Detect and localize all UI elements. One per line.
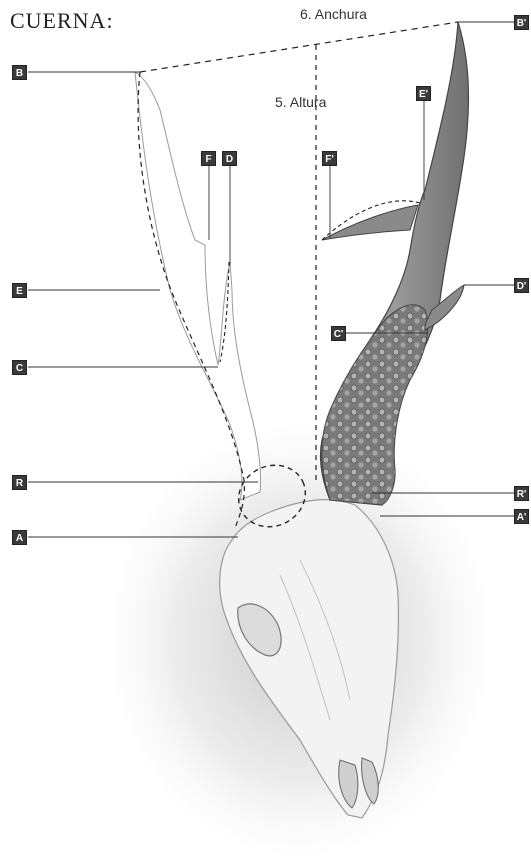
badge-R-prime: R' <box>514 486 529 501</box>
badge-E: E <box>12 283 27 298</box>
right-front-tine <box>322 205 418 240</box>
badge-F: F <box>201 151 216 166</box>
badge-D: D <box>222 151 237 166</box>
left-antler <box>135 72 261 500</box>
badge-E-prime: E' <box>416 86 431 101</box>
badge-F-prime: F' <box>322 151 337 166</box>
badge-A: A <box>12 530 27 545</box>
diagram-title: CUERNA: <box>10 8 114 34</box>
height-label: 5. Altura <box>275 94 326 110</box>
width-label: 6. Anchura <box>300 6 367 22</box>
badge-R: R <box>12 475 27 490</box>
badge-D-prime: D' <box>514 278 529 293</box>
width-measure-line <box>140 22 458 72</box>
badge-C: C <box>12 360 27 375</box>
badge-A-prime: A' <box>514 509 529 524</box>
badge-B: B <box>12 65 27 80</box>
badge-C-prime: C' <box>331 326 346 341</box>
badge-B-prime: B' <box>514 15 529 30</box>
